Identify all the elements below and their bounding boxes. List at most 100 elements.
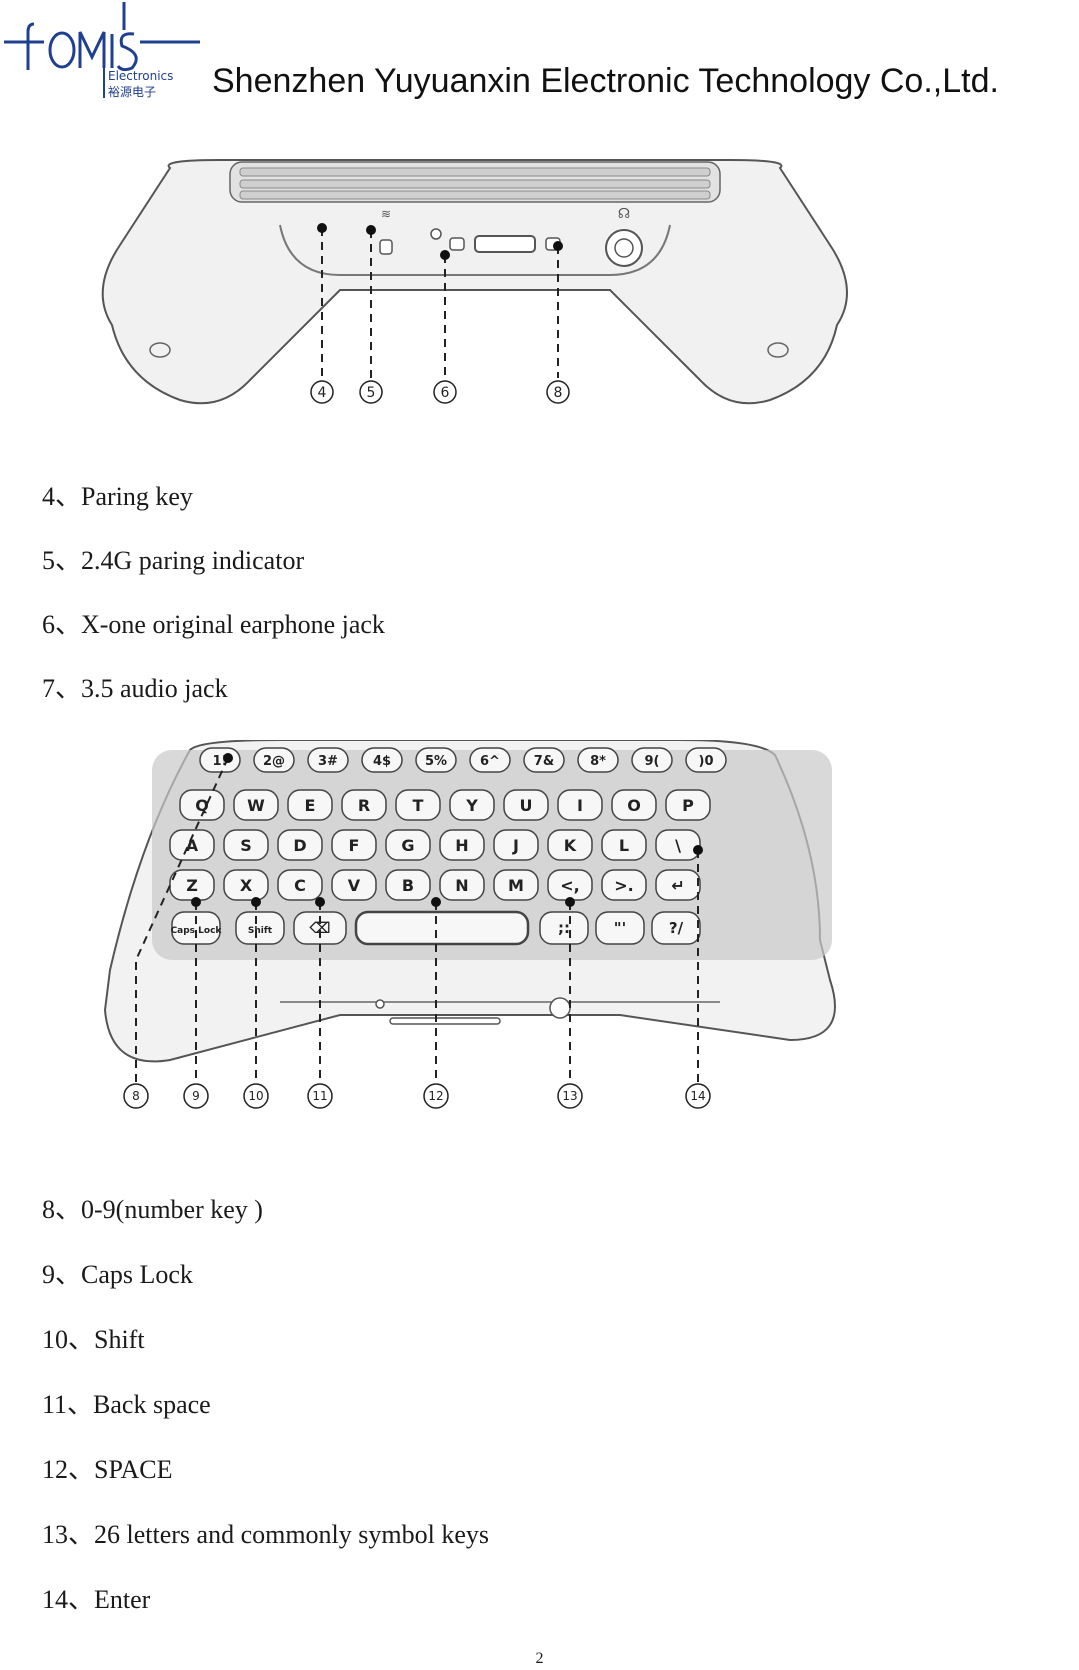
key-label: T: [413, 796, 424, 815]
callout-label: 5: [367, 385, 376, 401]
callout-label: 6: [441, 385, 450, 401]
key-label: 2@: [263, 754, 285, 769]
key: [415, 747, 457, 773]
key-label: K: [564, 836, 577, 855]
callout-4: [310, 380, 334, 404]
key-label: Y: [465, 796, 478, 815]
key: [223, 829, 269, 861]
callout-label: 12: [428, 1089, 443, 1103]
key-label: R: [358, 796, 370, 815]
key: [469, 747, 511, 773]
controller-body: [101, 159, 848, 405]
key: [655, 869, 701, 901]
key: [493, 869, 539, 901]
key-label: A: [186, 836, 199, 855]
key: [277, 829, 323, 861]
svg-text:≋: ≋: [381, 207, 391, 221]
callout-9: [183, 1083, 209, 1109]
callout-11: [307, 1083, 333, 1109]
key: [385, 869, 431, 901]
callout-14: [685, 1083, 711, 1109]
key: [235, 911, 285, 945]
key-label: 7&: [534, 754, 554, 769]
key-label: F: [349, 836, 360, 855]
key: [277, 869, 323, 901]
key: [631, 747, 673, 773]
key-label: 5%: [425, 754, 447, 769]
key: [169, 829, 215, 861]
callout-8: [546, 380, 570, 404]
key: [385, 829, 431, 861]
key: [601, 869, 647, 901]
callout-5: [359, 380, 383, 404]
callout-label: 11: [312, 1089, 327, 1103]
key: [287, 789, 333, 821]
key: [223, 869, 269, 901]
key-label: ⌫: [309, 919, 330, 937]
callout-10: [243, 1083, 269, 1109]
key: [361, 747, 403, 773]
key: [439, 869, 485, 901]
key: [331, 869, 377, 901]
key: [601, 829, 647, 861]
key-label: G: [401, 836, 414, 855]
controller-back-figure: ≋ ☊ 4 5 6 8: [101, 159, 848, 405]
legend-item: 11、Back space: [42, 1390, 211, 1419]
key: [503, 789, 549, 821]
key: [395, 789, 441, 821]
svg-text:裕源电子: 裕源电子: [108, 84, 156, 99]
page-number: 2: [535, 1650, 544, 1667]
key-label: V: [348, 876, 361, 895]
key-label: "': [614, 919, 626, 937]
key-label: Shift: [248, 926, 273, 936]
callout-label: 4: [318, 385, 327, 401]
key-label: D: [293, 836, 306, 855]
key: [449, 789, 495, 821]
key-label: J: [512, 836, 519, 855]
key: [685, 747, 727, 773]
legend-item: 10、Shift: [42, 1325, 145, 1354]
svg-text:Electronics: Electronics: [108, 69, 173, 83]
key: [331, 829, 377, 861]
key: [539, 911, 589, 945]
callout-label: 8: [554, 385, 563, 401]
key-label: X: [240, 876, 253, 895]
key-label: \: [675, 836, 681, 855]
legend-item: 13、26 letters and commonly symbol keys: [42, 1520, 490, 1549]
legend-item: 12、SPACE: [42, 1455, 173, 1484]
key-label: 9(: [645, 754, 660, 769]
key: [307, 747, 349, 773]
key-label: N: [455, 876, 468, 895]
key-label: 3#: [318, 754, 338, 769]
legend-item: 9、Caps Lock: [42, 1260, 193, 1289]
key-label: O: [627, 796, 641, 815]
key-label: 6^: [480, 754, 500, 769]
key-label: Q: [195, 796, 209, 815]
legend-item: 6、X-one original earphone jack: [42, 610, 385, 639]
key: [595, 911, 645, 945]
callout-6: [433, 380, 457, 404]
legend-item: 14、Enter: [42, 1585, 151, 1614]
key-label: L: [619, 836, 629, 855]
callout-12: [423, 1083, 449, 1109]
fomis-logo: Electronics 裕源电子: [4, 2, 200, 99]
key: [523, 747, 565, 773]
key: [577, 747, 619, 773]
key-label: 4$: [373, 754, 391, 769]
page-header: Electronics 裕源电子 Shenzhen Yuyuanxin Elec…: [0, 0, 1079, 110]
key-label: <,: [560, 876, 579, 895]
key-label: U: [520, 796, 533, 815]
key-label: H: [455, 836, 468, 855]
legend-item: 7、3.5 audio jack: [42, 674, 228, 703]
key-label: I: [577, 796, 583, 815]
key-label: Z: [186, 876, 198, 895]
key-label: ;:: [558, 919, 570, 937]
key-label: )0: [699, 754, 714, 769]
key: [341, 789, 387, 821]
key-label: ↵: [671, 876, 684, 895]
key-label: M: [508, 876, 524, 895]
key: [179, 789, 225, 821]
space-key: [354, 910, 530, 946]
